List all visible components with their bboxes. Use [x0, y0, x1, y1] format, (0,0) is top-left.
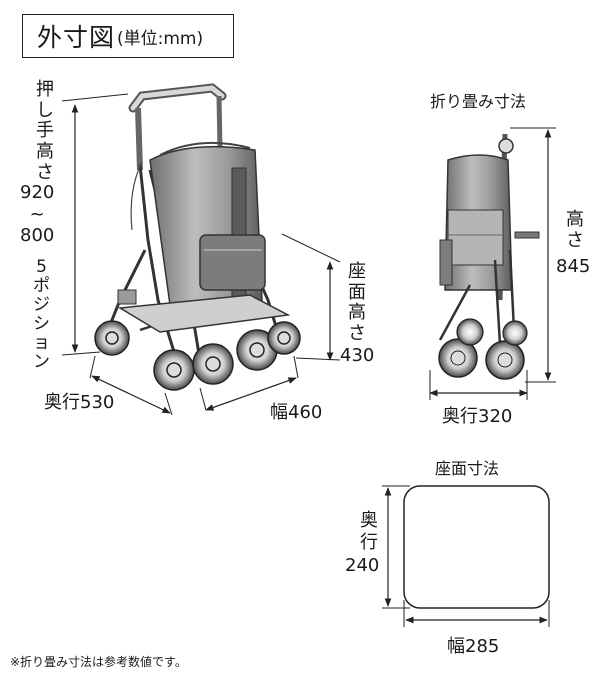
folded-height-char: 高 [566, 209, 584, 230]
folded-height-value: 845 [556, 256, 591, 277]
seat-title: 座面寸法 [435, 459, 500, 478]
seat-depth-value: 240 [345, 555, 380, 576]
handle-height-char: 手 [36, 120, 54, 142]
handle-height-max: 920 [20, 182, 55, 203]
folded-walker-illustration [438, 133, 540, 380]
seat-height-label: 座 面 高 さ [348, 261, 366, 345]
handle-height-value: 920 ~ 800 [20, 182, 54, 247]
folded-dimension-lines [429, 127, 556, 400]
unit-label: (単位:mm) [117, 28, 204, 49]
diagram-title: 外寸図 [37, 23, 116, 52]
positions-char: ジ [33, 295, 50, 316]
seat-depth-char: 行 [360, 531, 378, 553]
positions-char: 5 [36, 257, 47, 277]
handle-height-range-sep: ~ [29, 203, 45, 225]
folded-height-label: 高 さ [566, 209, 584, 251]
seat-height-char: さ [348, 323, 366, 345]
positions-char: ン [33, 352, 50, 373]
walker-illustration [108, 83, 291, 361]
folded-title: 折り畳み寸法 [430, 92, 527, 111]
positions-label: 5 ポ ジ シ ョ ン [33, 257, 50, 373]
title-box: 外寸図 (単位:mm) [22, 14, 234, 58]
seat-dimension-lines [382, 485, 550, 627]
positions-char: ポ [33, 276, 50, 297]
footnote: ※折り畳み寸法は参考数値です。 [10, 655, 187, 669]
seat-depth-char: 奥 [360, 510, 378, 531]
width-label: 幅460 [270, 402, 323, 423]
handle-height-min: 800 [20, 225, 55, 247]
walker-wheels [94, 320, 301, 391]
folded-height-char: さ [566, 229, 584, 251]
seat-height-char: 座 [348, 261, 366, 282]
handle-height-char: 高 [36, 141, 54, 163]
seat-height-char: 面 [348, 281, 366, 303]
seat-height-char: 高 [348, 302, 366, 324]
handle-height-label: 押 し 手 高 さ [36, 79, 54, 183]
main-dimension-lines [61, 93, 341, 416]
folded-depth-label: 奥行320 [442, 406, 513, 427]
handle-height-char: 押 [36, 79, 54, 100]
depth-label: 奥行530 [44, 392, 115, 413]
handle-height-char: さ [36, 161, 54, 183]
handle-height-char: し [36, 99, 54, 121]
seat-outline [403, 485, 550, 609]
seat-height-value: 430 [340, 345, 375, 366]
seat-width-label: 幅285 [447, 636, 500, 657]
positions-char: ョ [33, 333, 50, 354]
positions-char: シ [33, 314, 50, 335]
seat-depth-label: 奥 行 [360, 510, 378, 553]
